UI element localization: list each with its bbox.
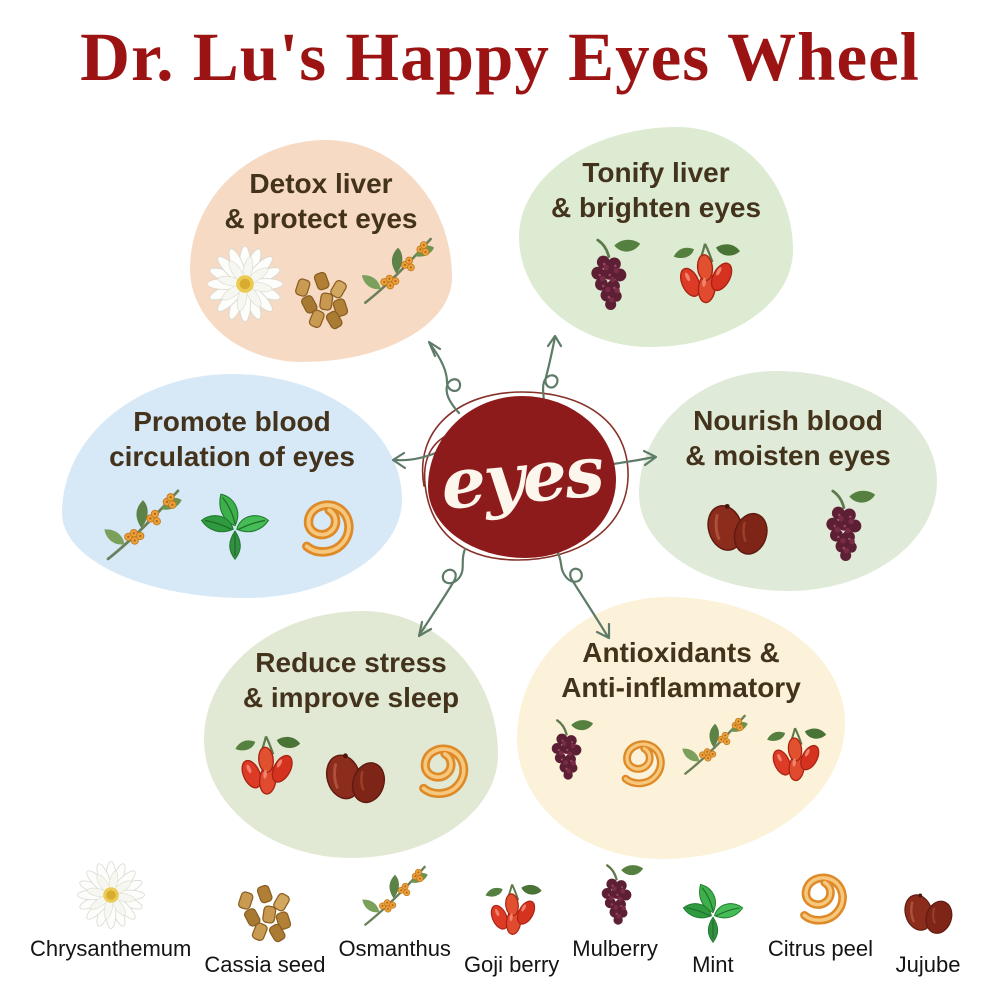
node-ingredient-art bbox=[639, 477, 937, 575]
node-heading-line: & moisten eyes bbox=[685, 440, 891, 471]
legend-item: Citrus peel bbox=[768, 856, 873, 962]
node-heading-line: Detox liver bbox=[249, 168, 393, 199]
legend-label: Osmanthus bbox=[338, 936, 451, 961]
node-heading-line: Nourish blood bbox=[693, 405, 883, 436]
node-heading: Antioxidants & Anti-inflammatory bbox=[517, 635, 845, 705]
node-heading: Tonify liver & brighten eyes bbox=[519, 155, 793, 225]
mulberry-icon bbox=[561, 229, 653, 321]
node-heading-line: & improve sleep bbox=[242, 682, 460, 713]
jujube-icon bbox=[886, 872, 970, 950]
node-ingredient-art bbox=[62, 478, 402, 570]
cassia-seed-icon bbox=[283, 259, 361, 337]
legend-label: Jujube bbox=[895, 952, 961, 977]
goji-berry-icon bbox=[754, 715, 836, 797]
legend-label: Chrysanthemum bbox=[29, 936, 192, 961]
legend-item: Cassia seed bbox=[204, 872, 325, 978]
node-ingredient-art bbox=[190, 240, 452, 328]
ingredient-legend: Chrysanthemum Cassia seed Osmanthus Goji… bbox=[0, 856, 1000, 977]
node-ingredient-art bbox=[204, 719, 498, 815]
goji-berry-icon bbox=[221, 722, 311, 812]
legend-item: Jujube bbox=[886, 872, 970, 978]
osmanthus-icon bbox=[676, 705, 754, 783]
mint-icon bbox=[671, 872, 755, 950]
node-ingredient-art bbox=[519, 229, 793, 321]
arrow-to-detox-liver bbox=[427, 340, 462, 415]
jujube-icon bbox=[688, 477, 786, 575]
node-reduce-stress: Reduce stress & improve sleep bbox=[204, 611, 498, 858]
legend-item: Osmanthus bbox=[338, 856, 451, 962]
goji-berry-icon bbox=[470, 872, 554, 950]
osmanthus-icon bbox=[353, 856, 437, 934]
node-antioxidants: Antioxidants & Anti-inflammatory bbox=[517, 597, 845, 859]
arrow-to-tonify-liver bbox=[540, 334, 563, 409]
osmanthus-icon bbox=[97, 478, 189, 570]
chrysanthemum-icon bbox=[201, 240, 289, 328]
jujube-icon bbox=[307, 727, 403, 823]
mulberry-icon bbox=[526, 711, 604, 789]
node-heading-line: Antioxidants & bbox=[582, 637, 780, 668]
citrus-peel-icon bbox=[778, 856, 862, 934]
legend-item: Mint bbox=[671, 872, 755, 978]
legend-item: Chrysanthemum bbox=[30, 856, 191, 962]
legend-label: Mint bbox=[692, 952, 734, 977]
center-label: eyes bbox=[438, 428, 606, 526]
arrow-to-reduce-stress bbox=[417, 547, 467, 638]
legend-label: Citrus peel bbox=[767, 936, 874, 961]
citrus-peel-icon bbox=[281, 481, 367, 567]
node-heading: Nourish blood & moisten eyes bbox=[639, 403, 937, 473]
legend-item: Goji berry bbox=[464, 872, 559, 978]
node-blood-circulation: Promote blood circulation of eyes bbox=[62, 374, 402, 598]
node-ingredient-art bbox=[517, 709, 845, 791]
node-heading-line: circulation of eyes bbox=[109, 441, 355, 472]
osmanthus-icon bbox=[355, 227, 441, 313]
node-heading: Reduce stress & improve sleep bbox=[204, 645, 498, 715]
node-heading-line: Promote blood bbox=[133, 406, 331, 437]
cassia-seed-icon bbox=[223, 872, 307, 950]
node-tonify-liver: Tonify liver & brighten eyes bbox=[519, 127, 793, 347]
node-heading-line: & protect eyes bbox=[224, 203, 418, 234]
page-title: Dr. Lu's Happy Eyes Wheel bbox=[80, 19, 920, 95]
center-eyes-node: eyes bbox=[428, 396, 616, 558]
node-heading-line: Tonify liver bbox=[582, 157, 730, 188]
citrus-peel-icon bbox=[604, 724, 676, 796]
node-detox-liver: Detox liver & protect eyes bbox=[190, 140, 452, 362]
mulberry-icon bbox=[573, 856, 657, 934]
node-heading: Promote blood circulation of eyes bbox=[62, 404, 402, 474]
node-heading: Detox liver & protect eyes bbox=[190, 166, 452, 236]
legend-label: Goji berry bbox=[463, 952, 560, 977]
mint-icon bbox=[191, 480, 279, 568]
citrus-peel-icon bbox=[399, 726, 481, 808]
mulberry-icon bbox=[796, 480, 888, 572]
node-nourish-blood: Nourish blood & moisten eyes bbox=[639, 371, 937, 591]
chrysanthemum-icon bbox=[69, 856, 153, 934]
node-heading-line: & brighten eyes bbox=[550, 192, 762, 223]
goji-berry-icon bbox=[659, 229, 751, 321]
node-heading-line: Anti-inflammatory bbox=[561, 672, 801, 703]
node-heading-line: Reduce stress bbox=[255, 647, 447, 678]
legend-item: Mulberry bbox=[572, 856, 658, 962]
legend-label: Cassia seed bbox=[204, 952, 326, 977]
legend-label: Mulberry bbox=[572, 936, 658, 961]
